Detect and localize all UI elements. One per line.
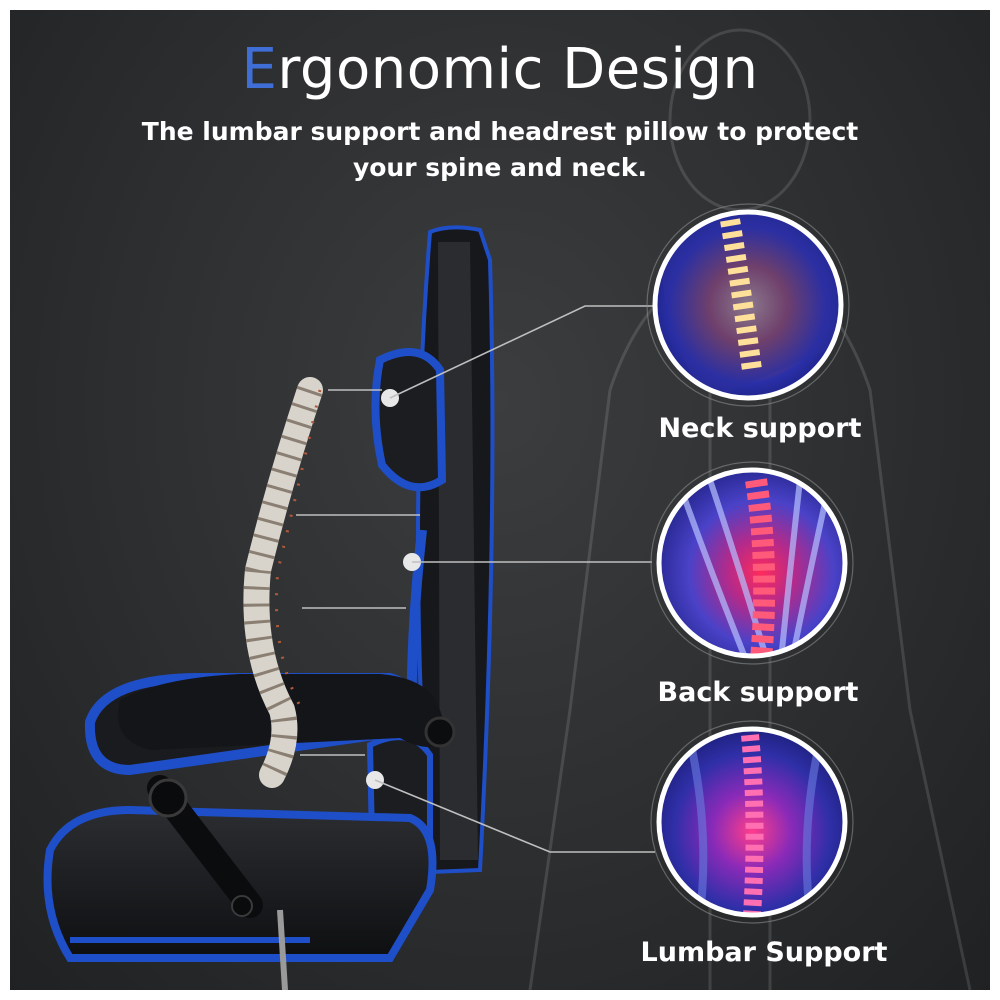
lumbar-support-label: Lumbar Support	[640, 937, 888, 968]
lumbar-support-image	[650, 720, 854, 924]
neck-support-label: Neck support	[658, 413, 862, 444]
headline-rest: rgonomic Design	[277, 37, 759, 102]
headline-first-letter: E	[241, 37, 278, 102]
back-support-image	[650, 461, 854, 665]
neck-support-image	[646, 203, 850, 407]
product-illustration	[43, 28, 972, 990]
callout-lines	[296, 305, 655, 853]
spine-model	[243, 377, 323, 788]
gaming-chair	[43, 225, 495, 990]
back-support-label: Back support	[657, 677, 859, 708]
headline: Ergonomic Design	[10, 42, 990, 98]
subheadline: The lumbar support and headrest pillow t…	[141, 117, 859, 183]
product-image-frame: Ergonomic Design The lumbar support and …	[10, 10, 990, 990]
